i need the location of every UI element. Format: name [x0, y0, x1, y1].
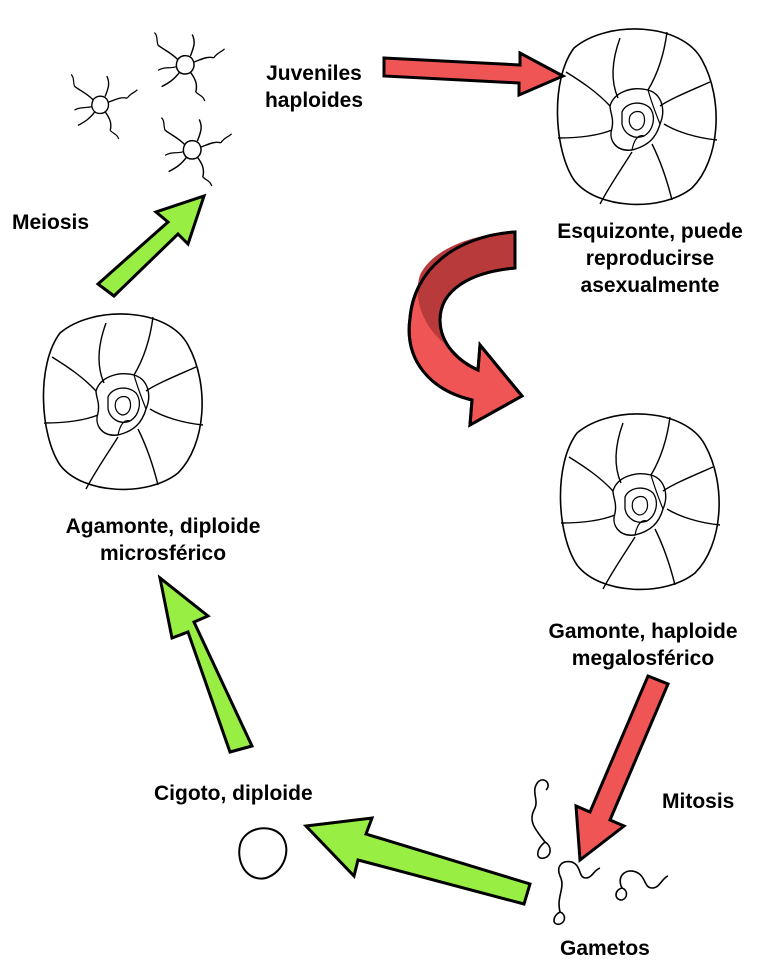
- arrow-cigoto-to-agamonte: [160, 578, 252, 752]
- arrow-meiosis: [98, 196, 204, 296]
- juvenile-organisms: [71, 33, 232, 186]
- label-gamonte: Gamonte, haploide megalosférico: [508, 618, 778, 672]
- arrow-gametos-to-cigoto: [306, 818, 530, 904]
- label-meiosis: Meiosis: [12, 209, 89, 236]
- cigoto-cell: [239, 828, 286, 878]
- arrow-mitosis: [576, 676, 668, 860]
- esquizonte-shell: [557, 29, 717, 204]
- gamonte-shell: [560, 414, 720, 589]
- label-cigoto: Cigoto, diploide: [154, 780, 313, 807]
- agamonte-shell: [43, 314, 203, 489]
- label-mitosis: Mitosis: [662, 788, 734, 815]
- label-gametos: Gametos: [560, 935, 650, 962]
- label-juveniles: Juveniles haploides: [244, 60, 384, 114]
- label-agamonte: Agamonte, diploide microsférico: [28, 513, 298, 567]
- arrow-juveniles-to-esquizonte: [384, 53, 563, 95]
- label-esquizonte: Esquizonte, puede reproducirse asexualme…: [520, 218, 780, 299]
